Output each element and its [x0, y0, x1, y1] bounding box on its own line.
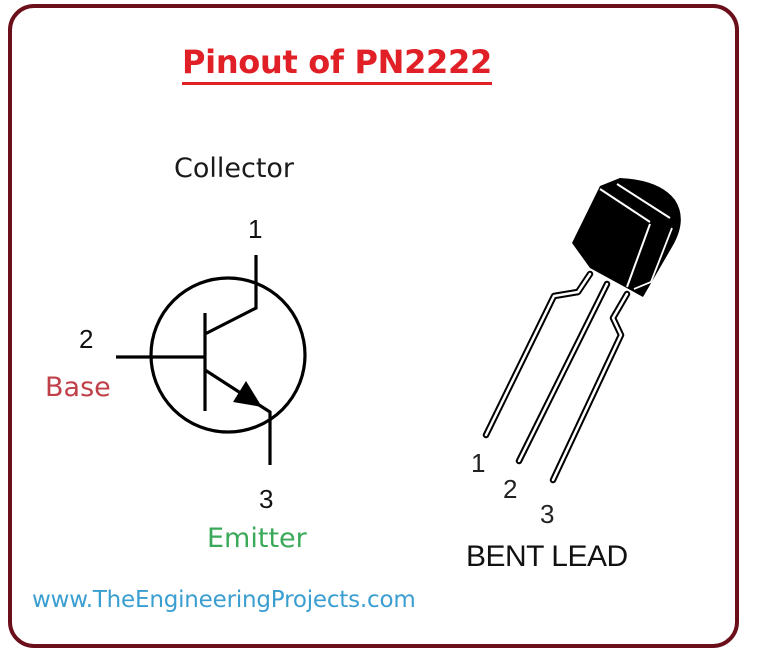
collector-pin-number: 1 [248, 214, 263, 244]
base-label: Base [45, 372, 111, 403]
transistor-circle [149, 276, 307, 434]
collector-lead [204, 255, 258, 336]
package-caption: BENT LEAD [466, 540, 628, 573]
emitter-label: Emitter [207, 523, 307, 554]
website-watermark: www.TheEngineeringProjects.com [32, 587, 416, 613]
emitter-lead [204, 368, 272, 465]
collector-label: Collector [174, 153, 295, 184]
lead-number-1: 1 [471, 448, 486, 478]
lead-number-3: 3 [540, 499, 555, 529]
emitter-arrow-icon [233, 381, 262, 407]
emitter-pin-number: 3 [259, 484, 274, 514]
base-pin-number: 2 [79, 324, 94, 354]
diagram-title: Pinout of PN2222 [182, 44, 492, 85]
to92-package-icon [482, 178, 681, 484]
lead-number-2: 2 [503, 474, 518, 504]
